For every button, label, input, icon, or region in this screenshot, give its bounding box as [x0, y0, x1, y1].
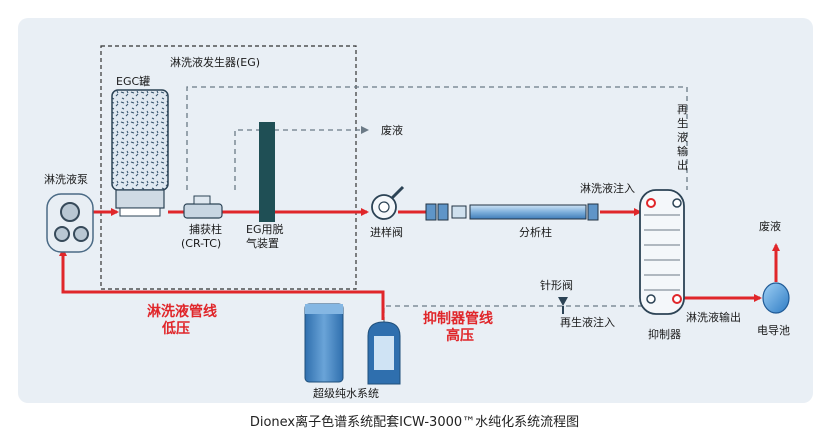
- svg-text:液: 液: [677, 130, 688, 144]
- water-system-label: 超级纯水系统: [313, 386, 379, 400]
- svg-text:输: 输: [677, 144, 688, 158]
- suppressor: [639, 189, 685, 315]
- analytical-column: [425, 203, 599, 221]
- egc-cartridge: [111, 89, 169, 217]
- pump-label: 淋洗液泵: [44, 172, 88, 186]
- low-pressure-line-label: 淋洗液管线: [147, 303, 217, 320]
- eg-box-label: 淋洗液发生器(EG): [170, 55, 260, 69]
- suppressor-label: 抑制器: [648, 327, 681, 341]
- trap-column: [183, 195, 223, 219]
- regen-out-label: 再 生 液 输 出: [677, 103, 688, 172]
- injector-label: 进样阀: [370, 225, 403, 239]
- needle-valve: [558, 297, 568, 314]
- regen-feed-line: [383, 305, 644, 322]
- conductivity-cell: [762, 282, 790, 314]
- water-purification-system: [304, 303, 401, 385]
- regen-return-line: [186, 86, 688, 190]
- eg-degasser: [259, 122, 275, 222]
- degas-label-2: 气装置: [246, 236, 279, 250]
- eluent-out-label: 淋洗液输出: [686, 310, 741, 324]
- high-pressure-line-label: 抑制器管线: [423, 310, 493, 327]
- trap-label-1: 捕获柱: [189, 222, 222, 236]
- svg-text:再: 再: [677, 103, 688, 116]
- waste-label-right: 废液: [759, 219, 781, 233]
- waste-line-top: [234, 126, 369, 190]
- column-label: 分析柱: [519, 225, 552, 239]
- waste-label-top: 废液: [381, 123, 403, 137]
- low-pressure-label: 低压: [161, 320, 190, 337]
- svg-text:生: 生: [677, 116, 688, 130]
- degas-label-1: EG用脱: [246, 222, 283, 236]
- regen-in-label: 再生液注入: [560, 315, 615, 329]
- injection-valve: [371, 185, 405, 220]
- needle-valve-label: 针形阀: [540, 278, 573, 292]
- eg-box: [100, 45, 357, 290]
- egc-label: EGC罐: [116, 75, 150, 88]
- high-pressure-label: 高压: [446, 327, 474, 344]
- trap-label-2: (CR-TC): [181, 237, 221, 250]
- eluent-in-label: 淋洗液注入: [580, 181, 635, 195]
- low-pressure-eluent-line: [59, 248, 385, 320]
- figure-caption: Dionex离子色谱系统配套ICW-3000™水纯化系统流程图: [249, 415, 580, 430]
- cell-label: 电导池: [757, 324, 790, 337]
- eluent-pump: [46, 193, 94, 253]
- svg-text:出: 出: [677, 158, 688, 172]
